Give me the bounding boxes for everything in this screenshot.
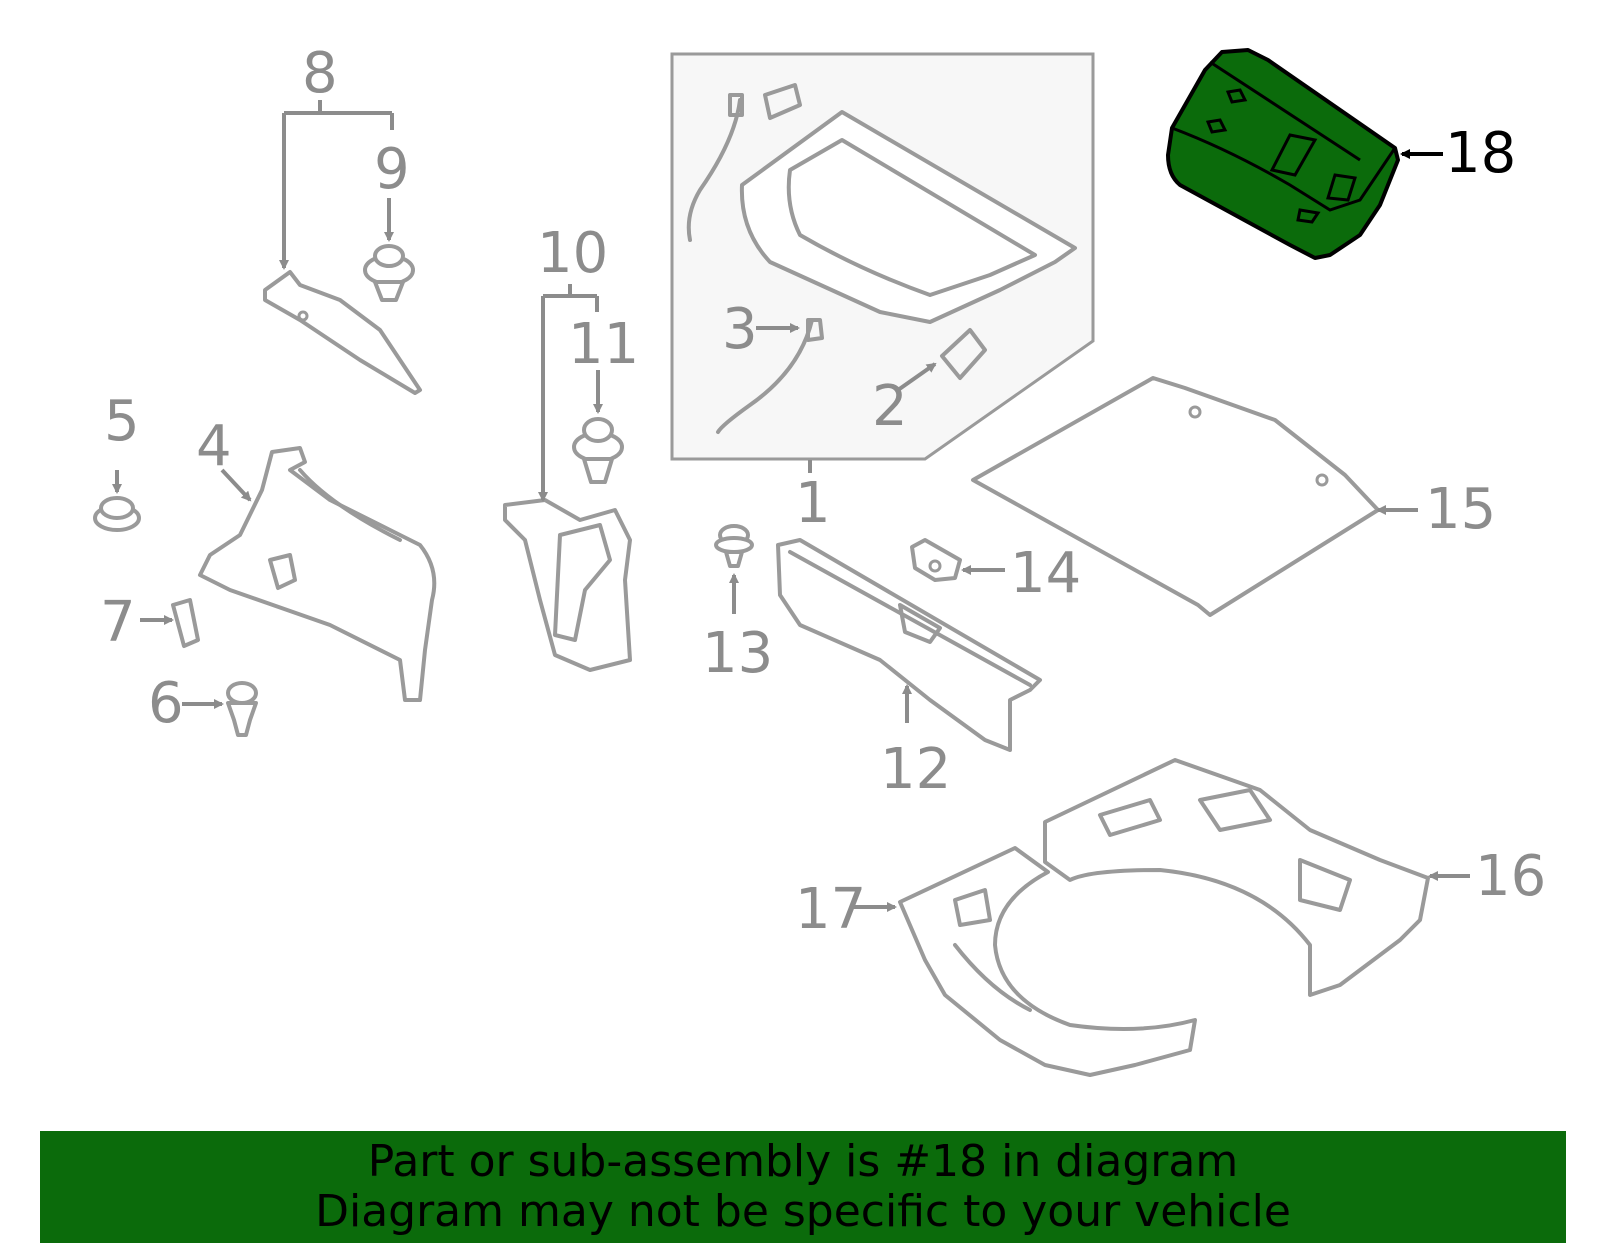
part-16-storage-tray[interactable] [1043, 758, 1430, 997]
label-17: 17 [795, 877, 866, 942]
label-7: 7 [100, 590, 136, 655]
label-12: 12 [880, 737, 951, 802]
part-18-highlighted[interactable] [1166, 48, 1400, 260]
part-12-sill-plate[interactable] [776, 538, 1042, 752]
label-9: 9 [374, 137, 410, 202]
label-3: 3 [722, 297, 758, 362]
part-7-cover[interactable] [171, 598, 200, 648]
label-6: 6 [148, 671, 184, 736]
info-banner: Part or sub-assembly is #18 in diagram D… [40, 1131, 1566, 1243]
part-1-package-tray[interactable] [670, 52, 1095, 461]
label-4: 4 [196, 414, 232, 479]
part-11-clip[interactable] [572, 417, 624, 484]
banner-line-1: Part or sub-assembly is #18 in diagram [367, 1136, 1239, 1187]
part-14-bracket[interactable] [910, 538, 962, 582]
label-13: 13 [702, 621, 773, 686]
part-17-storage-tray[interactable] [898, 846, 1197, 1077]
label-18: 18 [1445, 121, 1516, 186]
label-5: 5 [104, 389, 140, 454]
part-15-floor-mat[interactable] [971, 376, 1380, 617]
label-1: 1 [795, 471, 831, 536]
label-11: 11 [568, 312, 639, 377]
label-8: 8 [302, 41, 338, 106]
label-16: 16 [1475, 844, 1546, 909]
part-4-quarter-trim[interactable] [198, 446, 437, 702]
part-6-clip[interactable] [226, 681, 258, 737]
part-8-trim-panel[interactable] [263, 270, 422, 395]
part-5-clip[interactable] [93, 496, 141, 532]
label-2: 2 [872, 374, 908, 439]
part-10-trim-bracket[interactable] [503, 498, 632, 672]
part-9-clip[interactable] [363, 244, 415, 302]
banner-line-2: Diagram may not be specific to your vehi… [315, 1186, 1291, 1237]
label-14: 14 [1010, 541, 1081, 606]
part-13-clip[interactable] [714, 524, 754, 568]
label-10: 10 [537, 221, 608, 286]
label-15: 15 [1425, 477, 1496, 542]
